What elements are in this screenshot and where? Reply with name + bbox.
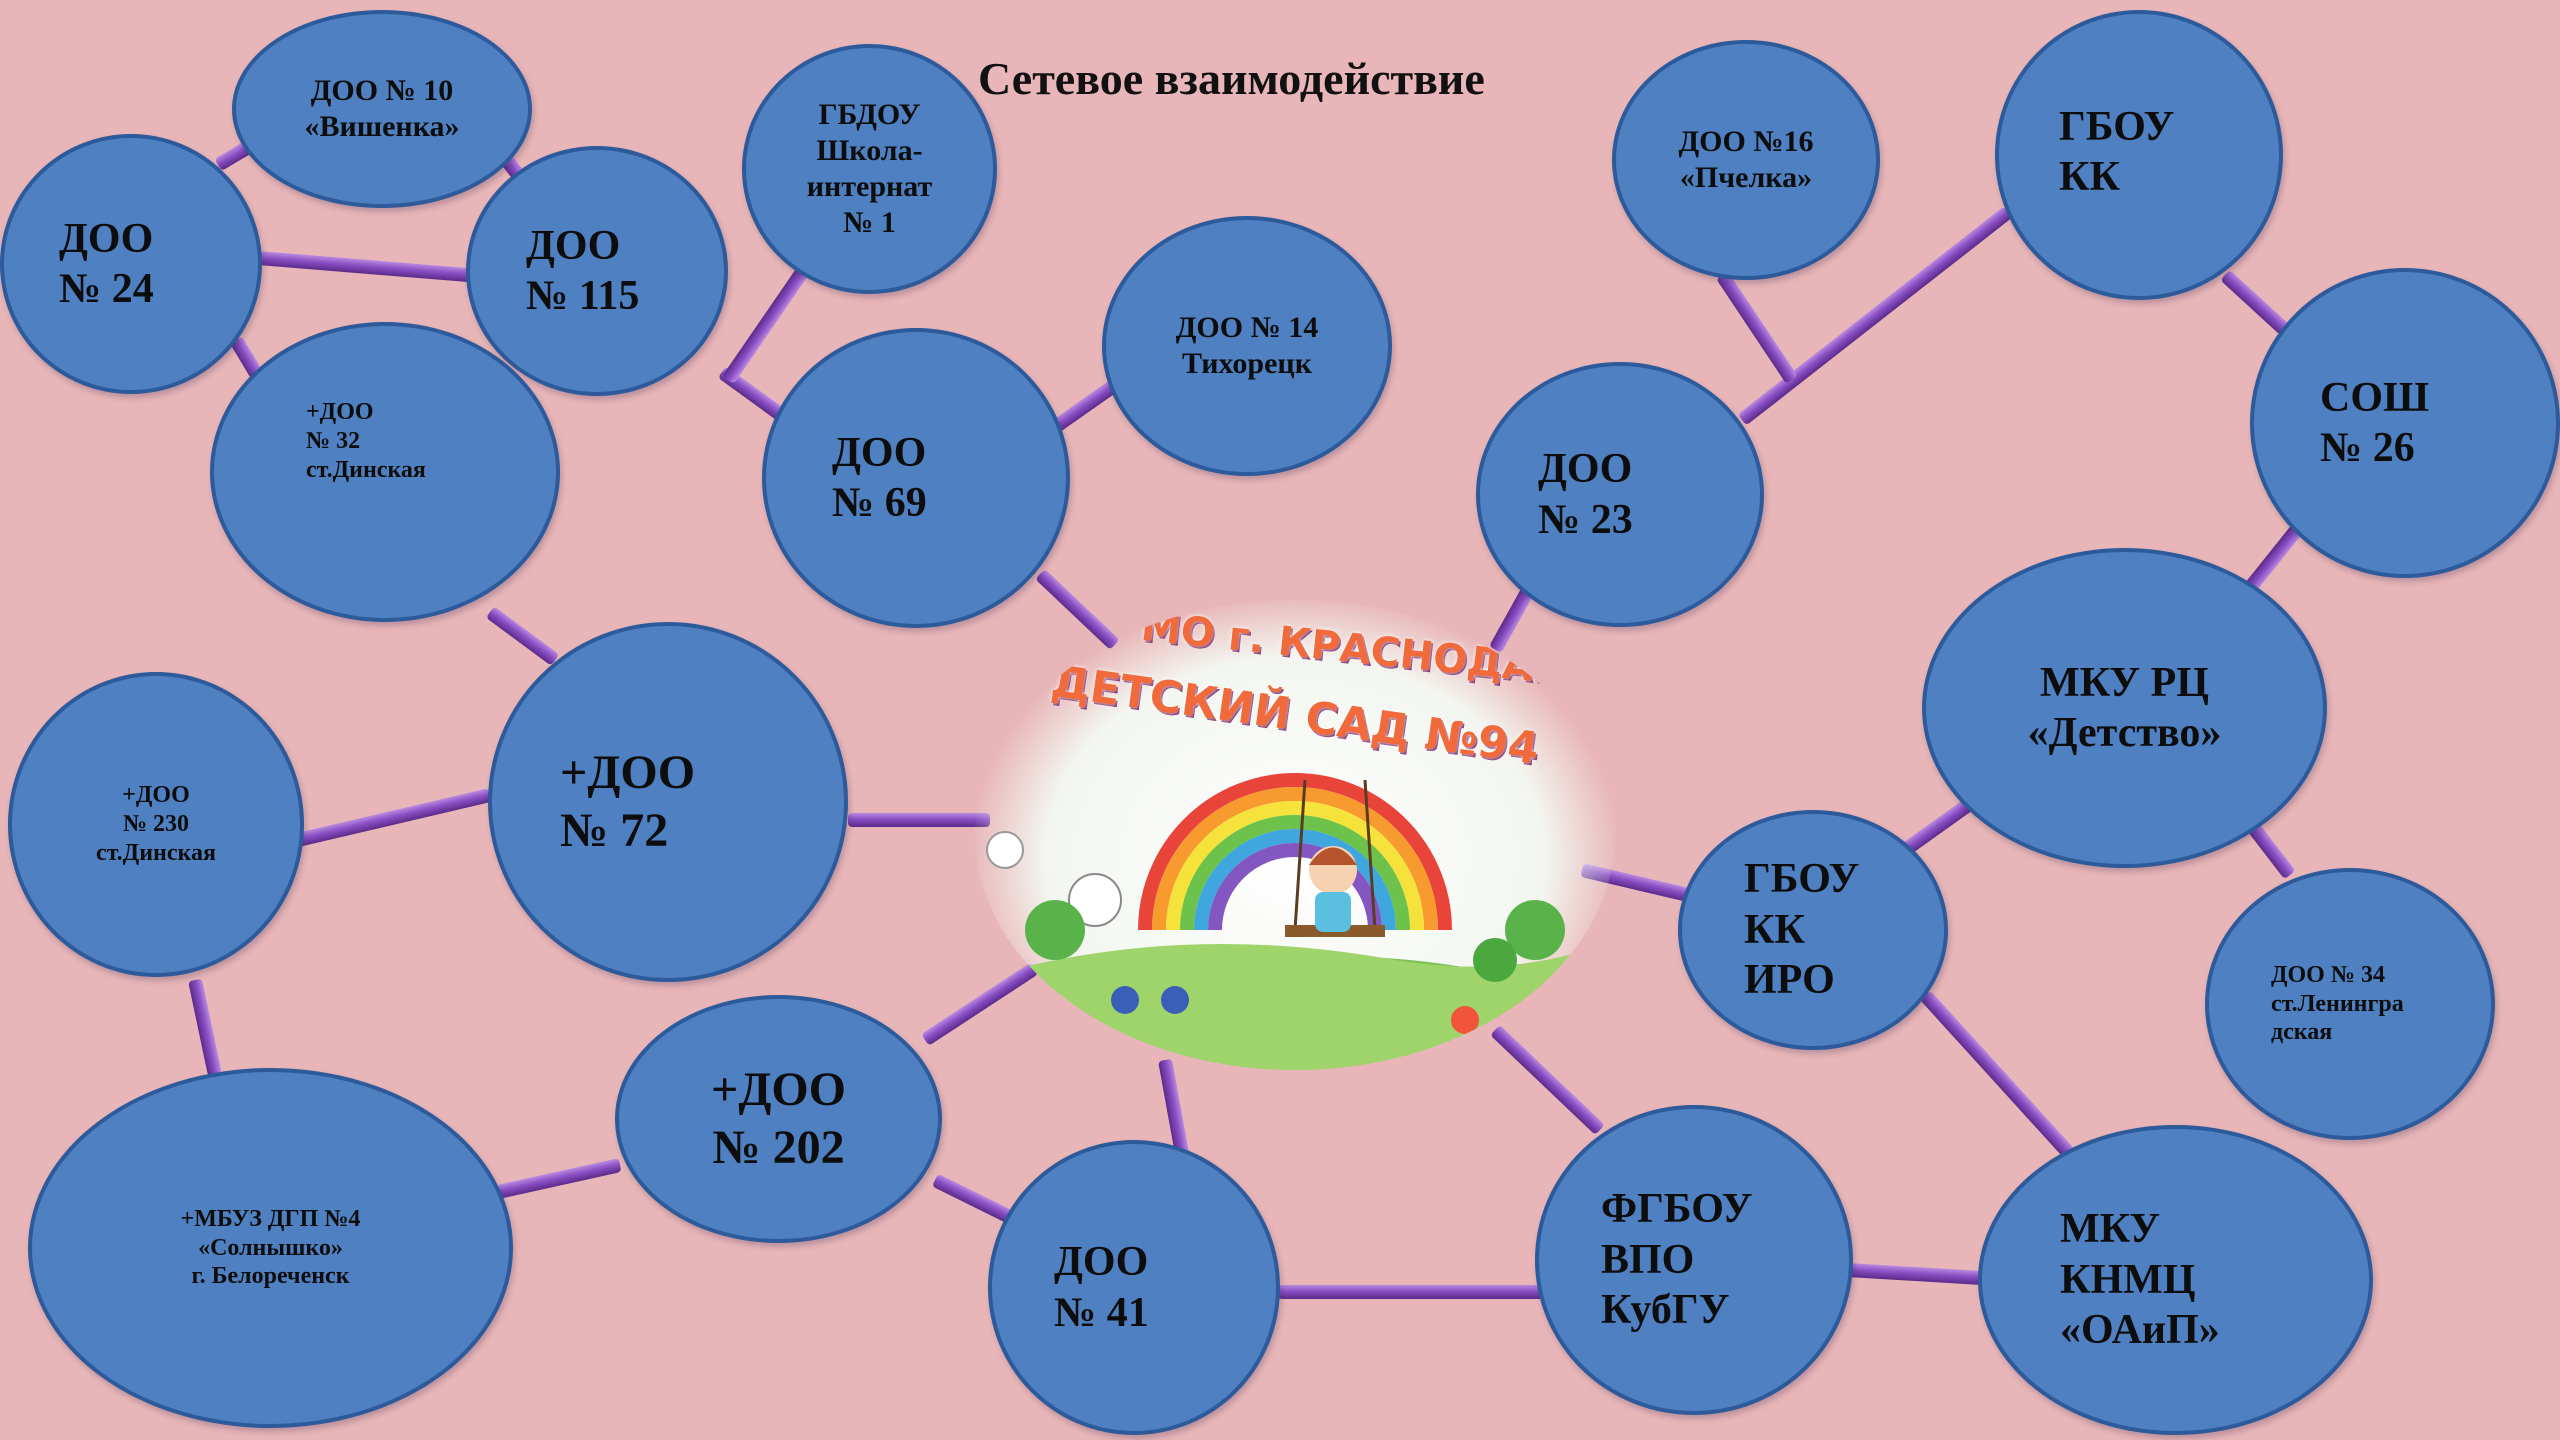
node-doo-16: ДОО №16 «Пчелка» (1612, 40, 1880, 280)
node-doo-202: +ДОО № 202 (615, 995, 942, 1243)
node-doo-23: ДОО № 23 (1476, 362, 1764, 627)
node-fgbou-vpo-kubgu: ФГБОУ ВПО КубГУ (1535, 1105, 1853, 1415)
node-label: ДОО № 23 (1538, 446, 1633, 543)
connector (1490, 1024, 1605, 1136)
node-doo-41: ДОО № 41 (988, 1140, 1280, 1435)
kindergarten-logo-image: ДОУ МО г. КРАСНОДАР ДЕТСКИЙ САД №94 (975, 600, 1615, 1070)
connector (1716, 271, 1798, 384)
node-label: +ДОО № 202 (710, 1063, 847, 1174)
connector (257, 251, 481, 283)
node-doo-69: ДОО № 69 (762, 328, 1070, 628)
node-label: ГБОУ КК (2059, 104, 2175, 201)
node-label: +МБУЗ ДГП №4 «Солнышко» г. Белореченск (180, 1205, 361, 1290)
node-mku-rc-detstvo: МКУ РЦ «Детство» (1922, 548, 2327, 868)
node-doo-115: ДОО № 115 (466, 146, 728, 396)
diagram-title: Сетевое взаимодействие (978, 53, 1485, 104)
node-mbuz-dgp-4: +МБУЗ ДГП №4 «Солнышко» г. Белореченск (28, 1068, 513, 1428)
node-doo-32: +ДОО № 32 ст.Динская (210, 322, 560, 622)
node-sosh-26: СОШ № 26 (2250, 268, 2560, 578)
connector (2220, 269, 2290, 336)
node-doo-34: ДОО № 34 ст.Ленингра дская (2205, 868, 2495, 1140)
node-label: ДОО № 41 (1054, 1239, 1149, 1336)
node-label: ДОО № 69 (832, 429, 927, 526)
node-label: ДОО № 115 (526, 222, 640, 319)
node-label: +ДОО № 32 ст.Динская (306, 399, 426, 483)
node-label: СОШ № 26 (2320, 374, 2430, 471)
connector (722, 264, 811, 384)
connector (296, 788, 492, 847)
connector (1847, 1263, 1983, 1285)
connector (2244, 523, 2304, 593)
node-label: ДОО №16 «Пчелка» (1678, 125, 1814, 194)
node-doo-14: ДОО № 14 Тихорецк (1102, 216, 1392, 476)
node-label: ДОО № 34 ст.Ленингра дская (2271, 961, 2404, 1046)
node-doo-10: ДОО № 10 «Вишенка» (232, 10, 532, 208)
node-label: ДОО № 10 «Вишенка» (304, 74, 460, 143)
node-label: ДОО № 24 (59, 215, 154, 312)
node-label: +ДОО № 72 (560, 746, 696, 857)
node-gbou-kk: ГБОУ КК (1995, 10, 2283, 300)
node-label: ГБДОУ Школа- интернат № 1 (806, 98, 933, 239)
node-gbou-kk-iro: ГБОУ КК ИРО (1678, 810, 1948, 1050)
connector (485, 606, 560, 666)
connector (848, 813, 990, 827)
node-label: МКУ КНМЦ «ОАиП» (2060, 1206, 2220, 1354)
connector (1919, 990, 2081, 1165)
node-label: ФГБОУ ВПО КубГУ (1601, 1186, 1753, 1334)
node-doo-72: +ДОО № 72 (488, 622, 848, 982)
node-label: ДОО № 14 Тихорецк (1175, 311, 1319, 380)
node-gbdou-school-1: ГБДОУ Школа- интернат № 1 (742, 44, 997, 294)
node-doo-230: +ДОО № 230 ст.Динская (8, 672, 304, 977)
connector (496, 1158, 622, 1199)
node-label: ГБОУ КК ИРО (1744, 856, 1860, 1004)
connector (1278, 1285, 1545, 1299)
node-doo-24: ДОО № 24 (0, 134, 262, 394)
connector (188, 978, 222, 1077)
node-label: +ДОО № 230 ст.Динская (96, 782, 216, 866)
connector (921, 962, 1039, 1046)
node-label: МКУ РЦ «Детство» (2027, 659, 2222, 756)
node-mku-knmc-oaip: МКУ КНМЦ «ОАиП» (1978, 1125, 2373, 1435)
